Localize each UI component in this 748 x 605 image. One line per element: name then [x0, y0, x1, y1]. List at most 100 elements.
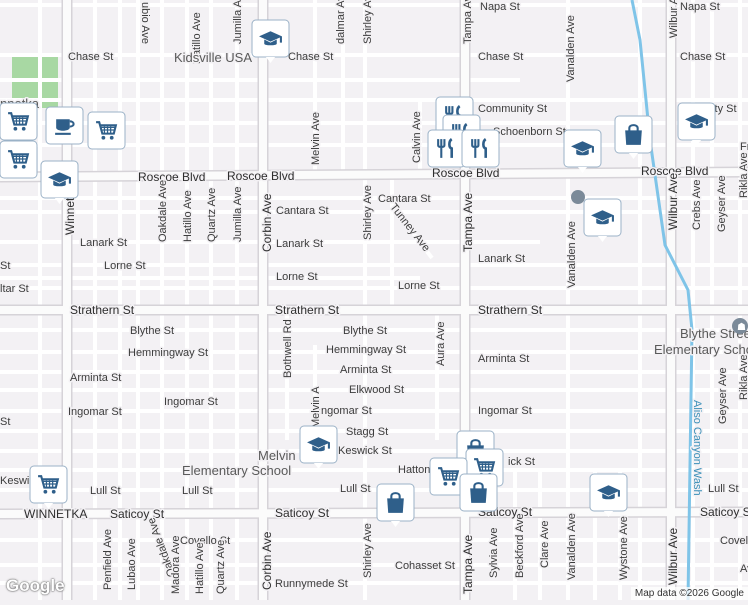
label-keswick-1: Keswick St [338, 445, 392, 457]
label-schoenborn: Schoenborn St [493, 126, 566, 138]
label-ingomar-4: Ingomar St [478, 405, 532, 417]
label-ingomar-3: Ingomar St [318, 405, 372, 417]
label-strathern-1: Strathern St [70, 303, 135, 317]
school-marker-kidsville[interactable] [252, 20, 289, 63]
label-dalmar: dalmar Ave [335, 0, 347, 44]
label-wilbur-bottom: Wilbur Ave [666, 528, 680, 585]
label-saticoy-4: Saticoy St [700, 505, 748, 519]
label-oakdale: Oakdale Ave [157, 180, 169, 242]
school-marker-winnetka[interactable] [41, 161, 78, 204]
label-lorne-3: Lorne St [398, 280, 440, 292]
label-corbin: Corbin Ave [260, 193, 274, 252]
label-cohasset: Cohasset St [395, 560, 455, 572]
label-chase-4: Chase St [680, 51, 725, 63]
label-lorne-1: Lorne St [104, 260, 146, 272]
label-kidsville: Kidsville USA [174, 50, 252, 65]
label-crebs: Crebs Ave [691, 179, 703, 230]
label-lanark-3: Lanark St [478, 253, 525, 265]
label-roscoe-1: Roscoe Blvd [138, 170, 205, 184]
label-penfield: Penfield Ave [102, 529, 114, 590]
label-lull-2: Lull St [182, 485, 213, 497]
cart-marker-1[interactable] [0, 103, 37, 140]
label-melvin-2: Melvin A [310, 386, 322, 428]
label-tampa-top: Tampa Ave [462, 0, 474, 44]
cafe-marker[interactable] [46, 107, 83, 144]
label-wilbur-top: Wilbur Ave [668, 0, 680, 38]
restaurant-marker-3[interactable] [428, 130, 465, 167]
label-madora: Madora Ave [170, 535, 182, 594]
label-st-frag: St [0, 260, 10, 272]
label-hemmingway-2: Hemmingway St [326, 344, 406, 356]
label-strathern-2: Strathern St [275, 303, 340, 317]
label-vanalden: Vanalden Ave [566, 221, 578, 288]
label-covello-2: Covello St [720, 535, 748, 547]
school-marker-roscoe-vanalden[interactable] [564, 130, 601, 173]
label-chase-1: Chase St [68, 51, 113, 63]
label-vanalden-top: Vanalden Ave [565, 15, 577, 82]
label-lubao: Lubao Ave [126, 538, 138, 590]
school-marker-lanark[interactable] [584, 199, 621, 242]
label-chase-3: Chase St [478, 51, 523, 63]
label-tampa-bottom: Tampa Ave [461, 535, 475, 594]
label-tubio: ubio Ave [139, 2, 151, 44]
label-saticoy-2: Saticoy St [275, 506, 330, 520]
cart-marker-4[interactable] [30, 466, 67, 509]
bag-marker-1[interactable] [615, 116, 652, 159]
label-roscoe-3: Roscoe Blvd [432, 166, 499, 180]
restaurant-marker-4[interactable] [462, 130, 499, 167]
school-marker-community[interactable] [678, 103, 715, 146]
label-ingomar-2: Ingomar St [164, 396, 218, 408]
label-bothwell: Bothwell Rd [282, 319, 294, 378]
label-lull-4: Lull St [708, 483, 739, 495]
label-lanark-1: Lanark St [80, 237, 127, 249]
label-rikla: Rikla Ave [738, 152, 748, 198]
label-wilbur: Wilbur Ave [666, 173, 680, 230]
label-rikla-2: Rikla Ave [738, 354, 748, 400]
roscoe-place-icon [571, 190, 585, 204]
label-lanark-2: Lanark St [276, 238, 323, 250]
label-napa: Napa St [680, 1, 720, 13]
label-beckford: Beckford Ave [514, 513, 526, 578]
bag-marker-3[interactable] [460, 474, 497, 511]
label-lull-3: Lull St [340, 483, 371, 495]
label-shirley: Shirley Ave [362, 185, 374, 240]
label-cantara-1: Cantara St [276, 205, 329, 217]
label-sylvia: Sylvia Ave [488, 527, 500, 578]
label-altar: ltar St [0, 283, 29, 295]
label-clare: Clare Ave [539, 521, 551, 569]
label-stagg: Stagg St [346, 426, 388, 438]
google-logo: Google [6, 576, 65, 596]
label-hemmingway-1: Hemmingway St [128, 347, 208, 359]
label-vanalden-bottom: Vanalden Ave [566, 513, 578, 580]
label-aliso-canyon-wash: Aliso Canyon Wash [691, 400, 703, 496]
label-geyser: Geyser Ave [716, 175, 728, 232]
label-aura: Aura Ave [435, 322, 447, 366]
label-jumilla: Jumilla Ave [232, 187, 244, 242]
label-community: Community St [478, 103, 547, 115]
label-tampa: Tampa Ave [461, 193, 475, 252]
label-shirley-top: Shirley Ave [362, 0, 374, 44]
label-ingomar-1: Ingomar St [68, 406, 122, 418]
cart-marker-2[interactable] [0, 141, 37, 178]
label-fr: Fr [740, 141, 748, 153]
label-chase-2: Chase St [288, 51, 333, 63]
label-arminta-3: Arminta St [478, 353, 529, 365]
label-strathern-3: Strathern St [478, 303, 543, 317]
label-ave-frag: Ave [740, 563, 748, 575]
label-melvin: Melvin Ave [310, 112, 322, 165]
label-wystone: Wystone Ave [618, 516, 630, 580]
label-napa-2: Napa St [480, 1, 520, 13]
school-marker-melvin[interactable] [300, 426, 337, 469]
bag-marker-4[interactable] [377, 484, 414, 527]
label-jumilla-top: Jumilla Ave [232, 0, 244, 44]
label-corbin-bottom: Corbin Ave [260, 531, 274, 590]
school-marker-saticoy[interactable] [590, 474, 627, 517]
label-hatillo-bottom: Hatillo Ave [194, 542, 206, 594]
cart-marker-3[interactable] [88, 112, 125, 149]
label-lull-1: Lull St [90, 485, 121, 497]
svg-text:☗: ☗ [737, 322, 746, 333]
label-quartz-bottom: Quartz Ave [215, 540, 227, 594]
label-runnymede: Runnymede St [275, 578, 348, 590]
